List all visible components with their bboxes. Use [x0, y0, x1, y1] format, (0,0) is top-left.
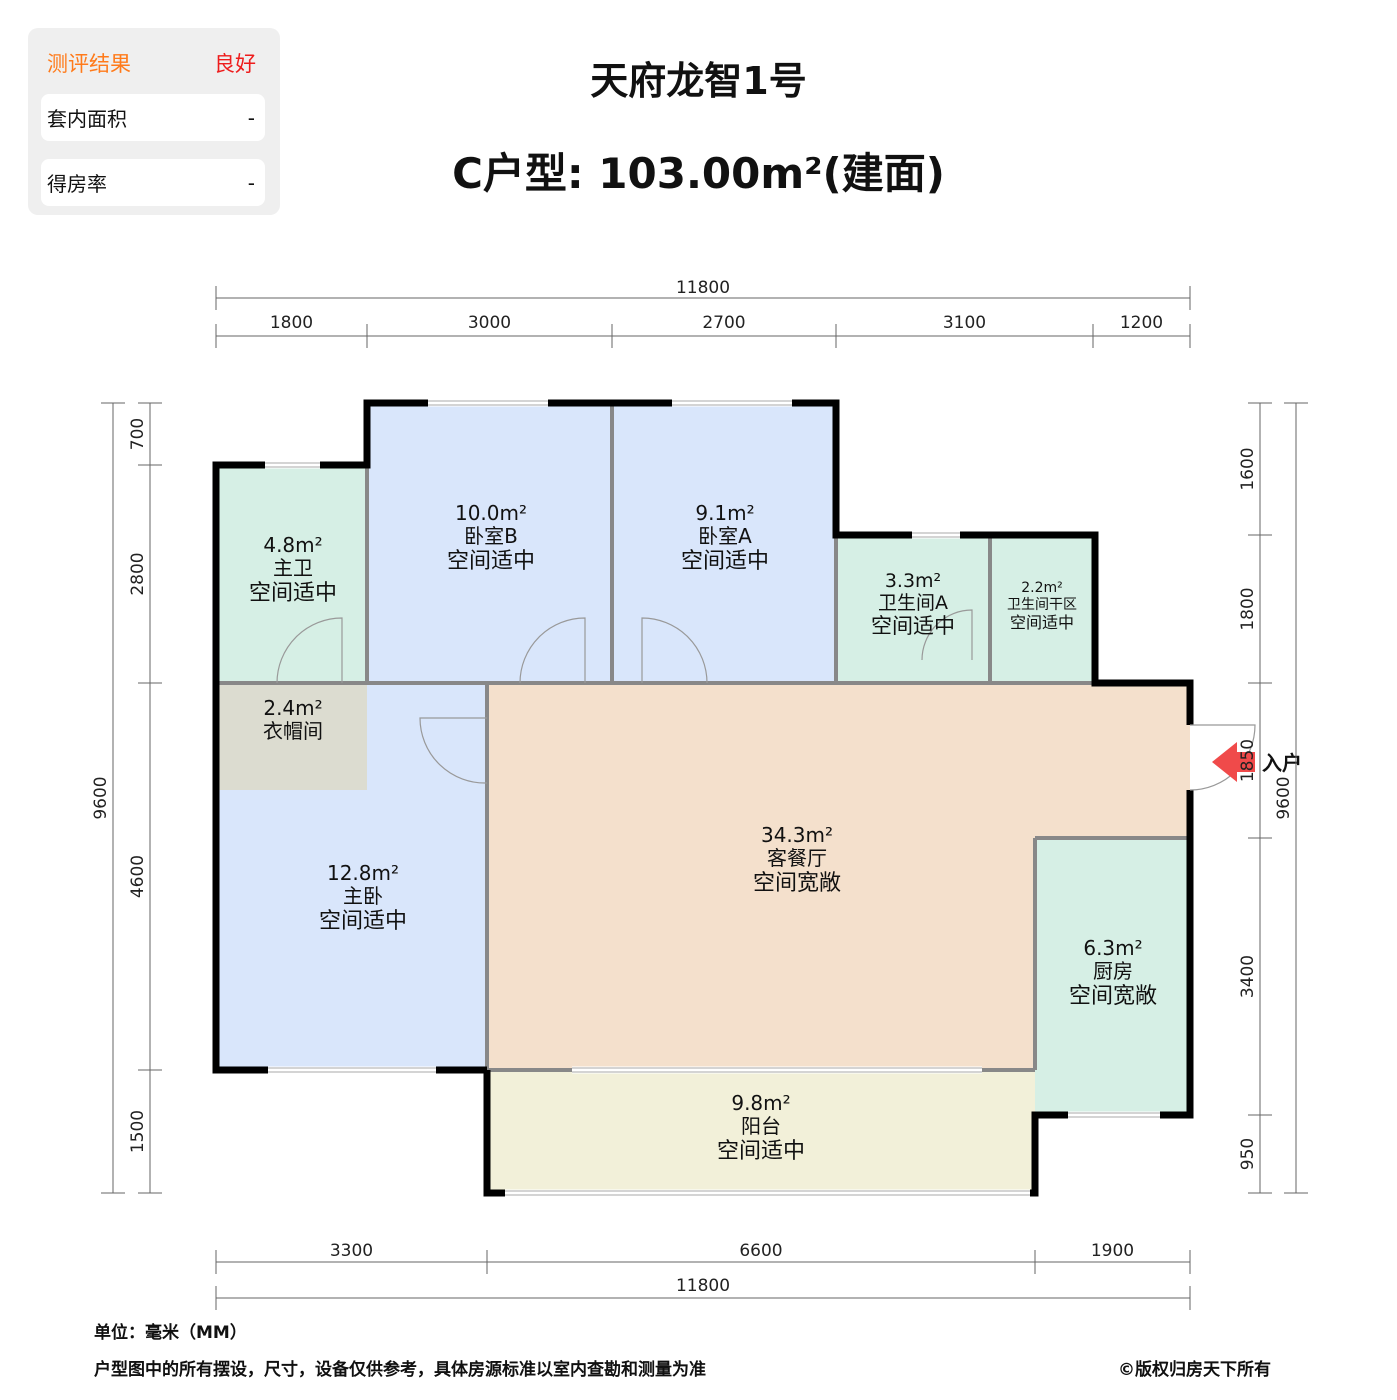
dimension-label: 1600 — [1238, 447, 1258, 490]
room-area: 9.8m² — [731, 1091, 790, 1115]
door-swing — [419, 717, 488, 784]
dimension-label: 950 — [1238, 1138, 1258, 1170]
room-0-fill — [218, 467, 367, 683]
dimension-label: 1850 — [1238, 739, 1258, 782]
copyright: ©版权归房天下所有 — [1118, 1360, 1271, 1380]
room-rating: 空间适中 — [681, 549, 769, 574]
door-swing — [641, 617, 708, 684]
exterior-wall — [483, 790, 1194, 1197]
dimension-label: 1800 — [1238, 587, 1258, 630]
room-area: 4.8m² — [263, 533, 322, 557]
exterior-wall — [212, 399, 1194, 1074]
room-area: 12.8m² — [327, 861, 399, 885]
room-area: 9.1m² — [695, 501, 754, 525]
dimension-label: 3100 — [943, 313, 986, 333]
dimension-label: 1200 — [1120, 313, 1163, 333]
dimension-label: 3000 — [468, 313, 511, 333]
room-name: 卫生间干区 — [1007, 597, 1077, 613]
room-name: 主卧 — [343, 884, 383, 908]
dimension-label: 3300 — [330, 1241, 373, 1261]
room-7-fill — [487, 683, 1190, 1070]
room-rating: 空间适中 — [447, 549, 535, 574]
dimension-label: 9600 — [1274, 776, 1294, 819]
dimension-label: 700 — [128, 418, 148, 450]
dimension-label: 1500 — [128, 1110, 148, 1153]
result-label: 测评结果 — [47, 52, 131, 76]
room-name: 卧室B — [464, 524, 518, 548]
room-name: 卫生间A — [878, 592, 948, 614]
inner-area-label: 套内面积 — [47, 107, 127, 131]
room-rating: 空间适中 — [319, 909, 407, 934]
room-name: 卧室A — [698, 524, 752, 548]
dimension-label: 1900 — [1091, 1241, 1134, 1261]
efficiency-label: 得房率 — [47, 172, 107, 196]
efficiency-row: 得房率 - — [41, 159, 265, 206]
room-8-fill — [1035, 838, 1190, 1115]
room-rating: 空间适中 — [1010, 613, 1074, 632]
dimension-label: 2800 — [128, 552, 148, 595]
room-name: 厨房 — [1093, 959, 1133, 983]
room-rating: 空间适中 — [249, 581, 337, 606]
room-rating: 空间宽敞 — [1069, 984, 1157, 1009]
room-4-fill — [612, 403, 836, 683]
room-9-fill — [487, 1070, 1035, 1193]
room-area: 34.3m² — [761, 823, 833, 847]
room-rating: 空间适中 — [717, 1139, 805, 1164]
room-area: 6.3m² — [1083, 936, 1142, 960]
dimension-label: 11800 — [676, 1276, 730, 1296]
room-name: 客餐厅 — [767, 846, 827, 870]
dimension-label: 2700 — [702, 313, 745, 333]
room-6-fill — [990, 535, 1093, 683]
entrance-label: 入户 — [1262, 751, 1302, 775]
entrance-arrow-icon — [1212, 742, 1255, 782]
room-rating: 空间宽敞 — [753, 871, 841, 896]
door-swing — [519, 617, 586, 684]
room-area: 2.4m² — [263, 696, 322, 720]
result-value: 良好 — [214, 52, 256, 76]
project-title: 天府龙智1号 — [590, 59, 807, 103]
room-1-fill — [218, 683, 367, 790]
room-area: 10.0m² — [455, 501, 527, 525]
door-swing — [921, 609, 973, 661]
disclaimer: 户型图中的所有摆设，尺寸，设备仅供参考，具体房源标准以室内查勘和测量为准 — [94, 1360, 706, 1380]
inner-area-row: 套内面积 - — [41, 94, 265, 141]
dimension-label: 9600 — [91, 776, 111, 819]
unit-note: 单位：毫米（MM） — [94, 1323, 247, 1343]
dimension-label: 3400 — [1238, 955, 1258, 998]
room-name: 衣帽间 — [263, 719, 323, 743]
unit-type-title: C户型: 103.00m²(建面) — [452, 149, 945, 198]
dimension-label: 11800 — [676, 278, 730, 298]
door-swing — [276, 617, 343, 684]
room-area: 2.2m² — [1021, 580, 1063, 596]
room-rating: 空间适中 — [871, 614, 955, 638]
room-3-fill — [367, 403, 612, 683]
room-name: 主卫 — [273, 556, 313, 580]
room-area: 3.3m² — [885, 570, 941, 592]
room-5-fill — [836, 535, 990, 683]
dimension-label: 6600 — [739, 1241, 782, 1261]
evaluation-panel: 测评结果 良好 套内面积 - 得房率 - — [28, 28, 280, 215]
dimension-label: 4600 — [128, 855, 148, 898]
inner-area-value: - — [247, 105, 255, 130]
room-name: 阳台 — [741, 1114, 781, 1138]
efficiency-value: - — [247, 170, 255, 195]
dimension-label: 1800 — [270, 313, 313, 333]
